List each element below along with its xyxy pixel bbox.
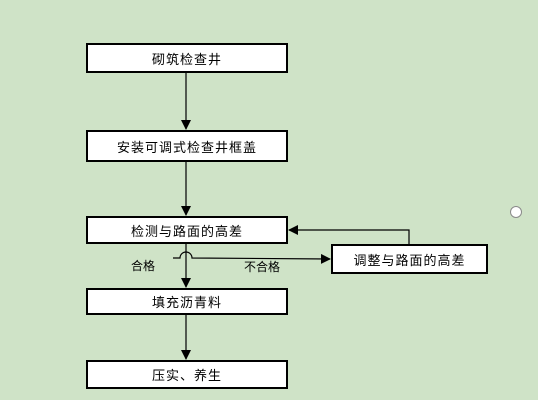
arrow-adjust-to-check xyxy=(288,225,410,244)
branch-label-fail: 不合格 xyxy=(244,260,281,274)
step-adjust-height-difference: 调整与路面的高差 xyxy=(331,244,488,274)
step-label: 调整与路面的高差 xyxy=(353,253,466,269)
step-measure-height-difference: 检测与路面的高差 xyxy=(86,216,288,244)
step-label: 填充沥青料 xyxy=(151,296,222,311)
step-label: 砌筑检查井 xyxy=(151,52,222,68)
step-build-manhole: 砌筑检查井 xyxy=(86,43,288,73)
step-compact-and-cure: 压实、养生 xyxy=(86,360,288,389)
step-label: 压实、养生 xyxy=(151,369,222,384)
branch-label-pass: 合格 xyxy=(131,259,156,273)
arrow-check-to-adjust xyxy=(173,251,331,264)
step-label: 检测与路面的高差 xyxy=(130,224,243,240)
step-label: 安装可调式检查井框盖 xyxy=(116,140,257,156)
step-fill-asphalt: 填充沥青料 xyxy=(86,288,288,315)
side-handle-circle[interactable] xyxy=(510,206,522,218)
step-install-adjustable-cover: 安装可调式检查井框盖 xyxy=(86,130,288,162)
